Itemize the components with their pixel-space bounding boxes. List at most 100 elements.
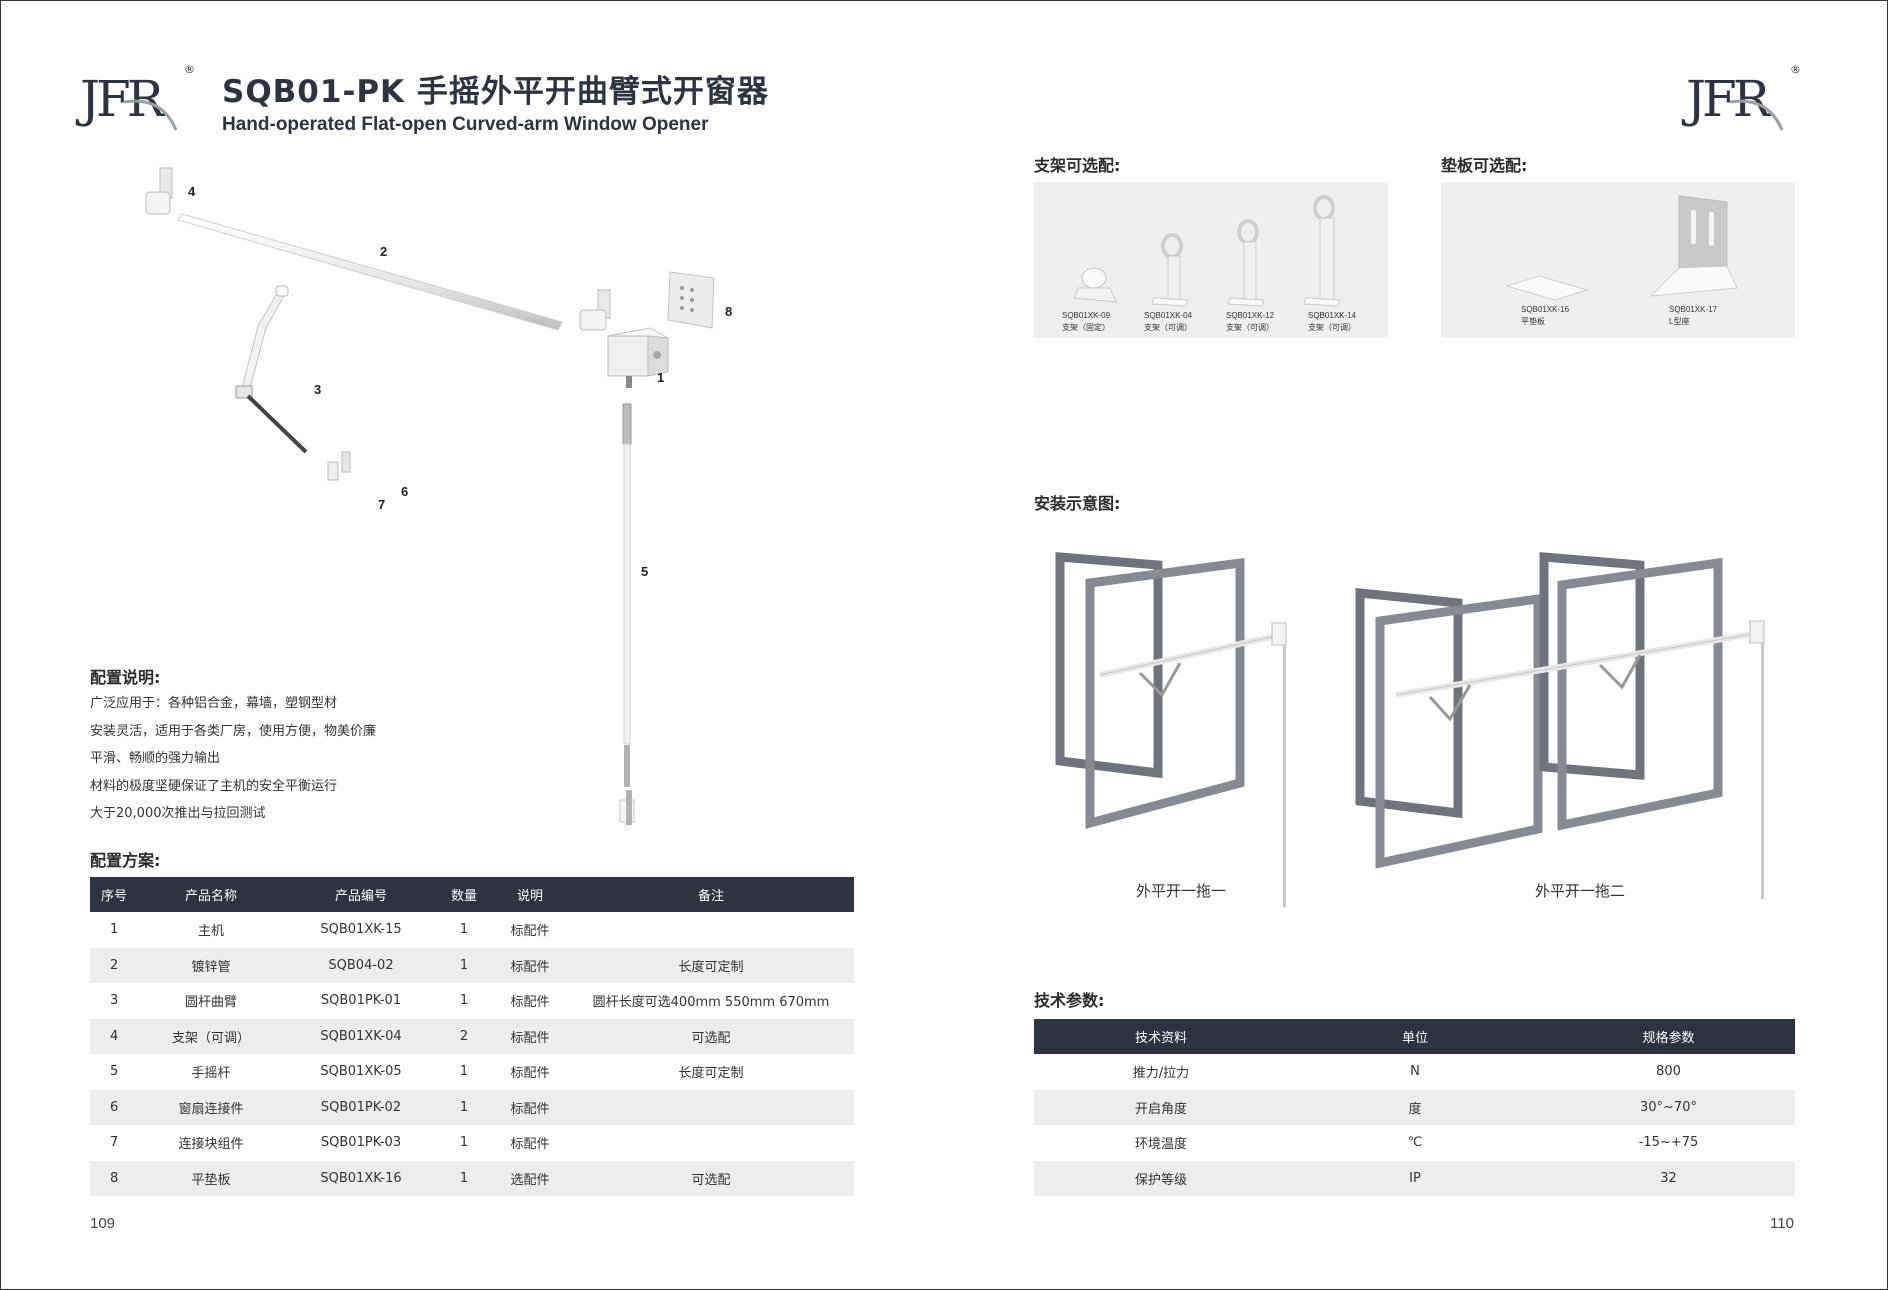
- description-line: 广泛应用于：各种铝合金，幕墙，塑钢型材: [90, 696, 338, 711]
- column-header: 数量: [436, 877, 492, 912]
- table-cell: SQB01PK-01: [320, 993, 402, 1009]
- table-cell: 标配件: [510, 1066, 550, 1082]
- table-cell: 1: [459, 1135, 469, 1151]
- table-row: 3 圆杆曲臂 SQB01PK-01 1 标配件 圆杆长度可选400mm 550mm 670…: [90, 983, 854, 1019]
- column-header: 规格参数: [1542, 1019, 1795, 1054]
- table-cell: 32: [1542, 1160, 1795, 1196]
- config-table-heading: 配置方案:: [90, 851, 161, 870]
- part-label-8: 8: [725, 304, 733, 319]
- option-name: 支架（可调）: [1308, 323, 1356, 332]
- exploded-parts-diagram: [145, 167, 715, 830]
- bracket-options-heading: 支架可选配:: [1034, 156, 1121, 175]
- column-header: 序号: [90, 877, 136, 912]
- install-diagram-heading: 安装示意图:: [1034, 494, 1121, 513]
- table-cell: 开启角度: [1034, 1089, 1288, 1125]
- table-cell: 环境温度: [1134, 1137, 1187, 1153]
- table-cell: 连接块组件: [178, 1137, 244, 1153]
- table-cell: 推力/拉力: [1132, 1066, 1190, 1082]
- table-row: 环境温度 ℃ -15~+75: [1034, 1125, 1795, 1161]
- table-cell: 标配件: [510, 995, 550, 1011]
- part-5-crank-rod: [619, 403, 635, 830]
- bracket-images: [1073, 195, 1341, 307]
- part-label-5: 5: [641, 564, 649, 579]
- option-code: SQB01XK-14: [1308, 311, 1357, 320]
- table-cell: [568, 1125, 854, 1161]
- table-cell: 1: [459, 993, 469, 1009]
- table-cell: 1: [110, 922, 119, 938]
- table-cell: SQB01PK-02: [286, 1089, 436, 1125]
- table-cell: 窗扇连接件: [136, 1089, 286, 1125]
- table-cell: [568, 912, 854, 948]
- table-cell: 1: [459, 1064, 469, 1080]
- part-label-1: 1: [657, 370, 665, 385]
- table-cell: SQB01XK-04: [286, 1018, 436, 1054]
- option-name: 支架（可调）: [1144, 323, 1192, 332]
- table-cell: 2: [436, 1018, 492, 1054]
- crank-rod-one-to-two: [1761, 643, 1764, 899]
- table-cell: 标配件: [492, 1089, 568, 1125]
- column-header: 产品名称: [136, 877, 286, 912]
- table-cell: 镀锌管: [136, 947, 286, 983]
- tech-table-heading: 技术参数:: [1034, 991, 1105, 1010]
- table-cell: -15~+75: [1638, 1135, 1699, 1151]
- table-cell: 标配件: [492, 1018, 568, 1054]
- option-code: SQB01XK-17: [1669, 305, 1718, 314]
- option-code: SQB01XK-04: [1144, 311, 1193, 320]
- table-cell: 圆杆长度可选400mm 550mm 670mm: [592, 995, 830, 1011]
- table-cell: N: [1410, 1064, 1420, 1080]
- part-label-2: 2: [380, 244, 388, 259]
- page-subtitle: Hand-operated Flat-open Curved-arm Windo…: [222, 114, 709, 135]
- logo-text: JFR: [80, 70, 164, 128]
- l-pad-image: [1649, 195, 1738, 297]
- part-7-connector-block: [327, 461, 339, 481]
- description-line: 大于20,000次推出与拉回测试: [90, 806, 266, 821]
- part-2-tube: [177, 213, 563, 331]
- table-cell: IP: [1288, 1160, 1542, 1196]
- column-header: 产品编号: [286, 877, 436, 912]
- logo-text: JFR: [1686, 70, 1770, 128]
- window-one-to-two-right: [1539, 552, 1723, 831]
- bracket-12-image: [1227, 219, 1265, 307]
- option-name: 支架（可调）: [1226, 323, 1274, 332]
- table-cell: SQB01XK-05: [320, 1064, 402, 1080]
- option-code: SQB01XK-09: [1062, 311, 1111, 320]
- table-cell: ℃: [1407, 1135, 1423, 1151]
- column-header: 单位: [1288, 1019, 1542, 1054]
- part-3-curved-arm: [235, 285, 308, 454]
- crank-rod-bottom: [626, 790, 632, 825]
- install-caption-one-to-one: 外平开一拖一: [1136, 882, 1227, 900]
- registered-mark: ®: [1790, 63, 1801, 76]
- option-name: L型座: [1669, 317, 1690, 326]
- page-number-left: 109: [90, 1215, 116, 1232]
- table-cell: 度: [1288, 1089, 1542, 1125]
- table-cell: 4: [90, 1018, 136, 1054]
- table-cell: 1: [436, 1160, 492, 1196]
- table-cell: 圆杆曲臂: [184, 995, 237, 1011]
- bracket-14-image: [1303, 195, 1341, 307]
- part-label-6: 6: [401, 484, 409, 499]
- table-cell: 平垫板: [136, 1160, 286, 1196]
- part-1-gearbox: [606, 327, 670, 388]
- table-cell: 3: [110, 993, 119, 1009]
- pad-images: [1505, 195, 1738, 301]
- bracket-09-image: [1073, 267, 1117, 303]
- config-description-heading: 配置说明:: [90, 668, 161, 687]
- table-cell: 2: [90, 947, 136, 983]
- table-cell: 可选配: [568, 1160, 854, 1196]
- jfr-logo-right: JFR ®: [1686, 64, 1804, 134]
- table-cell: 长度可定制: [568, 947, 854, 983]
- column-header: 备注: [568, 877, 854, 912]
